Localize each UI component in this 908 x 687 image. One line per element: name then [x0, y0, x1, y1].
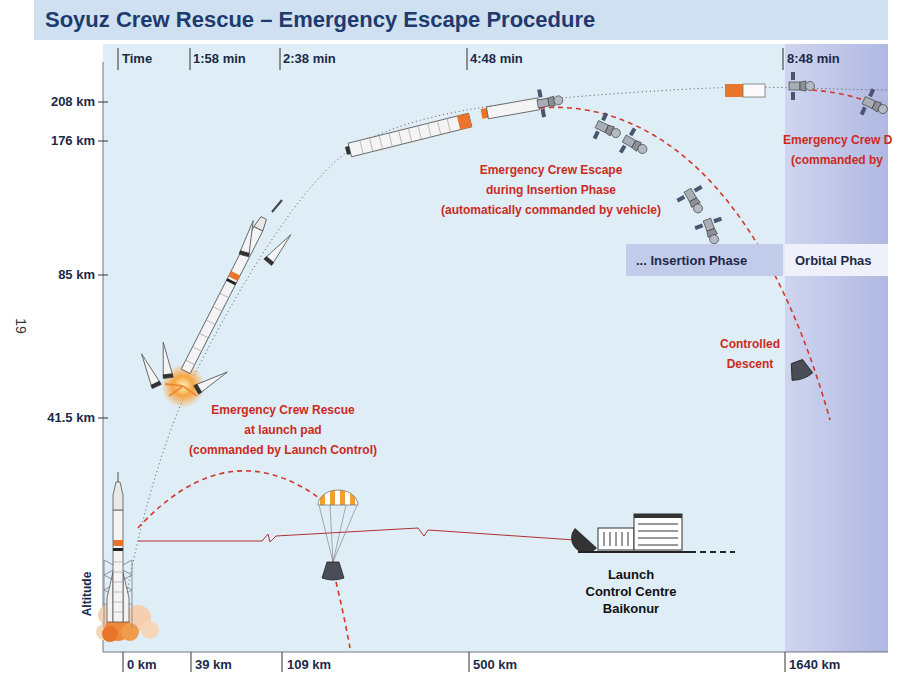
time-label: 2:38 min [283, 51, 336, 67]
escape-annotation: (commanded by Launch Control) [189, 440, 377, 460]
escape-annotation: (commanded by [791, 150, 883, 170]
phase-band: ... Insertion Phase [626, 244, 783, 276]
escape-annotation: Emergency Crew D [783, 130, 892, 150]
phase-label: ... Insertion Phase [636, 253, 747, 268]
title: Soyuz Crew Rescue – Emergency Escape Pro… [45, 7, 595, 33]
distance-label: 0 km [127, 657, 157, 673]
time-label: Time [122, 51, 152, 67]
time-label: 8:48 min [787, 51, 840, 67]
phase-label: Orbital Phas [795, 253, 872, 268]
distance-label: 500 km [473, 657, 517, 673]
altitude-label: 208 km [51, 94, 95, 110]
page-number: 19 [12, 318, 29, 334]
altitude-label: 41.5 km [47, 410, 95, 426]
distance-label: 109 km [287, 657, 331, 673]
distance-label: 1640 km [789, 657, 840, 673]
altitude-label: 85 km [58, 267, 95, 283]
phase-band: Orbital Phas [785, 244, 888, 276]
time-label: 4:48 min [470, 51, 523, 67]
axis-title: Altitude [80, 572, 94, 617]
distance-label: 39 km [195, 657, 232, 673]
escape-annotation: (automatically commanded by vehicle) [441, 200, 661, 220]
altitude-label: 176 km [51, 133, 95, 149]
escape-annotation: Emergency Crew Rescue at launch pad [208, 400, 358, 440]
time-label: 1:58 min [193, 51, 246, 67]
building-label: Launch Control Centre Baikonur [584, 566, 678, 617]
escape-annotation: Emergency Crew Escape during Insertion P… [476, 160, 626, 200]
descent-annotation: Controlled Descent [710, 334, 790, 374]
